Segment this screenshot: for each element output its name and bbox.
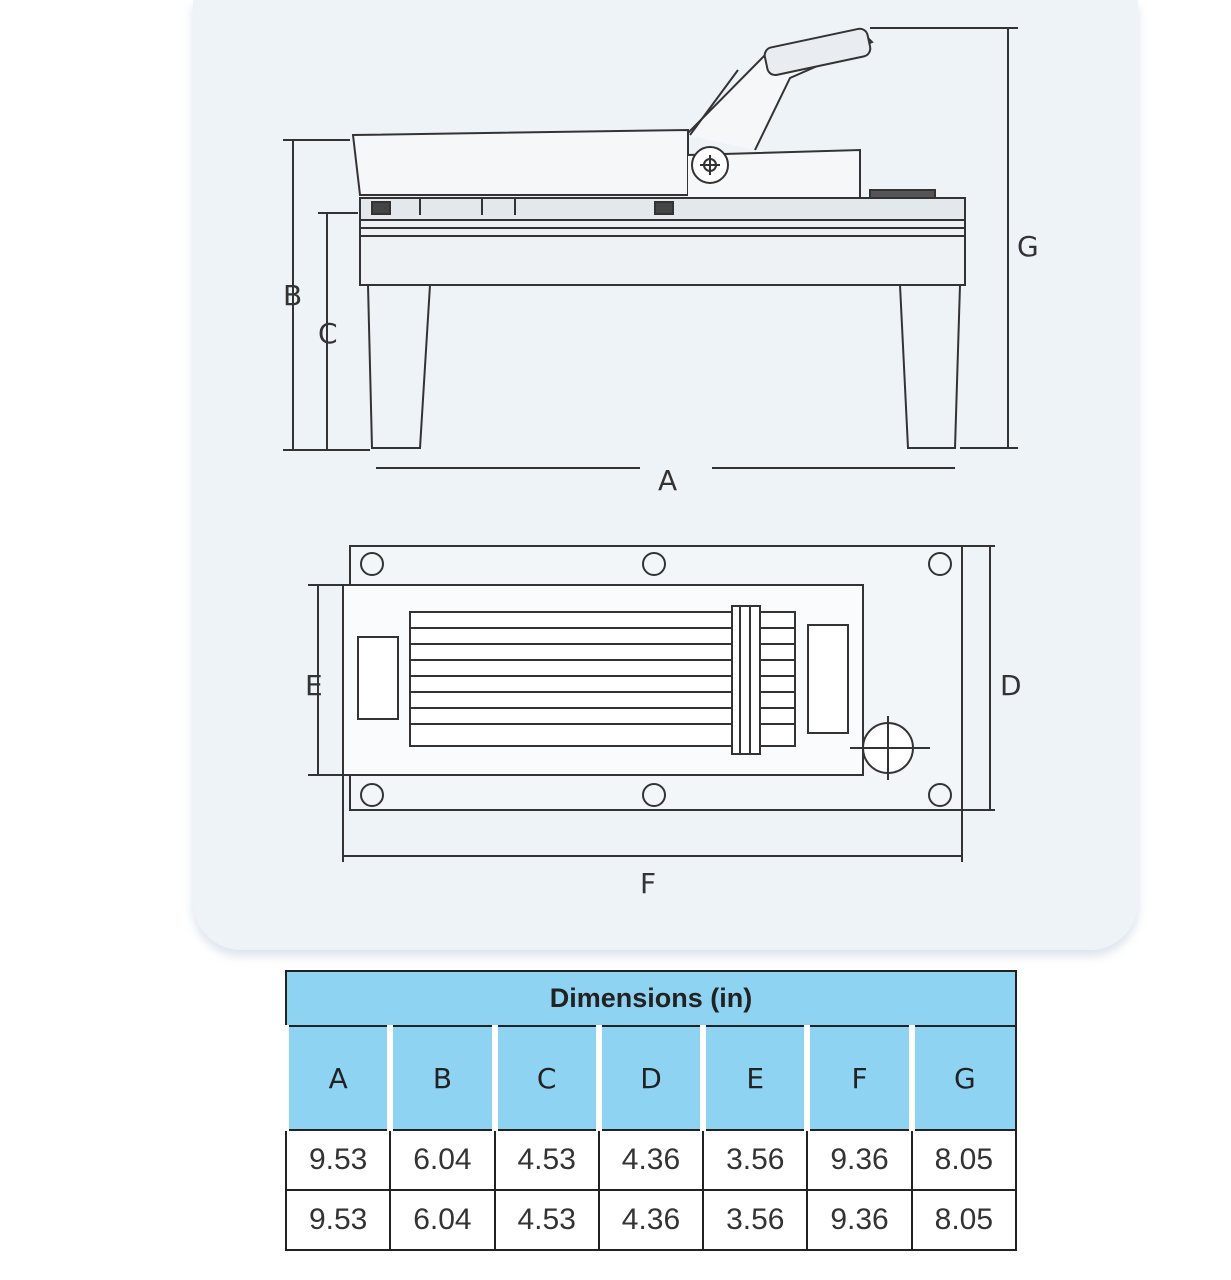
table-cell: 9.36 bbox=[806, 1189, 913, 1251]
table-cell: 6.04 bbox=[389, 1189, 496, 1251]
dim-label-b: B bbox=[283, 279, 302, 312]
table-cell: 3.56 bbox=[702, 1129, 809, 1191]
table-title: Dimensions (in) bbox=[285, 970, 1017, 1027]
table-title-unit: (in) bbox=[710, 983, 753, 1013]
column-header-a: A bbox=[282, 1025, 392, 1131]
column-header-f: F bbox=[804, 1025, 913, 1131]
table-cell: 8.05 bbox=[910, 1189, 1018, 1251]
column-header-e: E bbox=[700, 1025, 809, 1131]
table-row: 9.53 6.04 4.53 4.36 3.56 9.36 8.05 bbox=[284, 1189, 1018, 1251]
dimension-labels: B C G A E D F bbox=[283, 230, 1039, 900]
table-cell: 6.04 bbox=[389, 1129, 496, 1191]
dim-label-e: E bbox=[305, 669, 323, 702]
top-view bbox=[308, 545, 995, 862]
table-cell: 4.53 bbox=[493, 1129, 600, 1191]
side-view bbox=[283, 27, 1018, 469]
table-header-row: A B C D E F G bbox=[282, 1025, 1018, 1131]
table-cell: 9.36 bbox=[806, 1129, 913, 1191]
dim-label-d: D bbox=[1000, 669, 1022, 702]
dim-label-a: A bbox=[658, 464, 677, 497]
table-cell: 4.36 bbox=[597, 1129, 705, 1191]
table-cell: 4.36 bbox=[597, 1189, 705, 1251]
table-cell: 3.56 bbox=[702, 1189, 809, 1251]
table-title-row: Dimensions (in) bbox=[285, 970, 1017, 1027]
dim-label-f: F bbox=[640, 867, 656, 900]
column-header-b: B bbox=[387, 1025, 496, 1131]
column-header-c: C bbox=[491, 1025, 600, 1131]
table-title-main: Dimensions bbox=[549, 983, 703, 1013]
technical-drawing: B C G A E D F bbox=[283, 27, 1039, 900]
table-row: 9.53 6.04 4.53 4.36 3.56 9.36 8.05 bbox=[284, 1129, 1018, 1191]
table-cell: 8.05 bbox=[910, 1129, 1018, 1191]
table-cell: 4.53 bbox=[493, 1189, 600, 1251]
dimensions-table: Dimensions (in) A B C D E F G 9.53 6.04 … bbox=[282, 970, 1018, 1251]
column-header-g: G bbox=[908, 1025, 1018, 1131]
table-cell: 9.53 bbox=[284, 1189, 392, 1251]
column-header-d: D bbox=[595, 1025, 705, 1131]
table-cell: 9.53 bbox=[284, 1129, 392, 1191]
dim-label-c: C bbox=[318, 317, 338, 350]
dim-label-g: G bbox=[1017, 230, 1039, 263]
